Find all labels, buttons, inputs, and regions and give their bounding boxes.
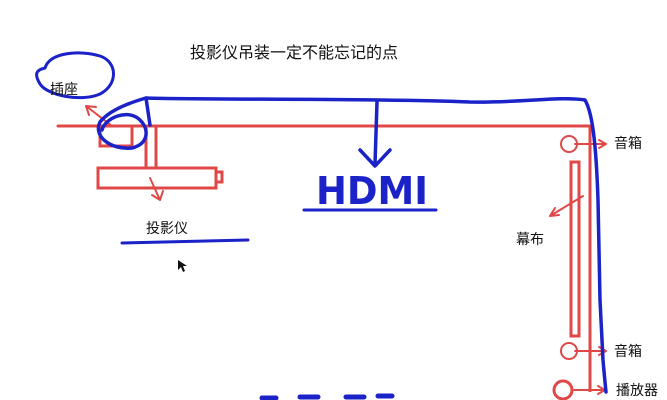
cutoff-strokes xyxy=(259,393,395,400)
screen-rect xyxy=(569,160,581,338)
projector-mount xyxy=(96,126,224,190)
projector-label: 投影仪 xyxy=(146,221,188,237)
player-label: 播放器 xyxy=(616,383,658,399)
projector-underline xyxy=(120,238,250,245)
speaker-top-label: 音箱 xyxy=(614,135,642,152)
mouse-pointer-icon xyxy=(178,260,187,272)
player-circle xyxy=(552,379,574,400)
speaker-bottom-label: 音箱 xyxy=(614,343,642,360)
player-arrow xyxy=(573,385,606,395)
hdmi-label: HDMI xyxy=(316,169,428,213)
hdmi-cable xyxy=(144,96,608,394)
socket-label: 插座 xyxy=(50,82,78,98)
screen-arrow xyxy=(549,195,584,217)
socket-box xyxy=(98,126,134,148)
hdmi-down-arrow xyxy=(358,100,392,168)
speaker-top-arrow xyxy=(574,139,607,149)
cable-loop xyxy=(96,96,148,150)
diagram-title: 投影仪吊装一定不能忘记的点 xyxy=(190,43,398,62)
socket-circle xyxy=(35,51,115,100)
projector-arrow xyxy=(149,177,164,201)
screen-label: 幕布 xyxy=(516,232,544,248)
